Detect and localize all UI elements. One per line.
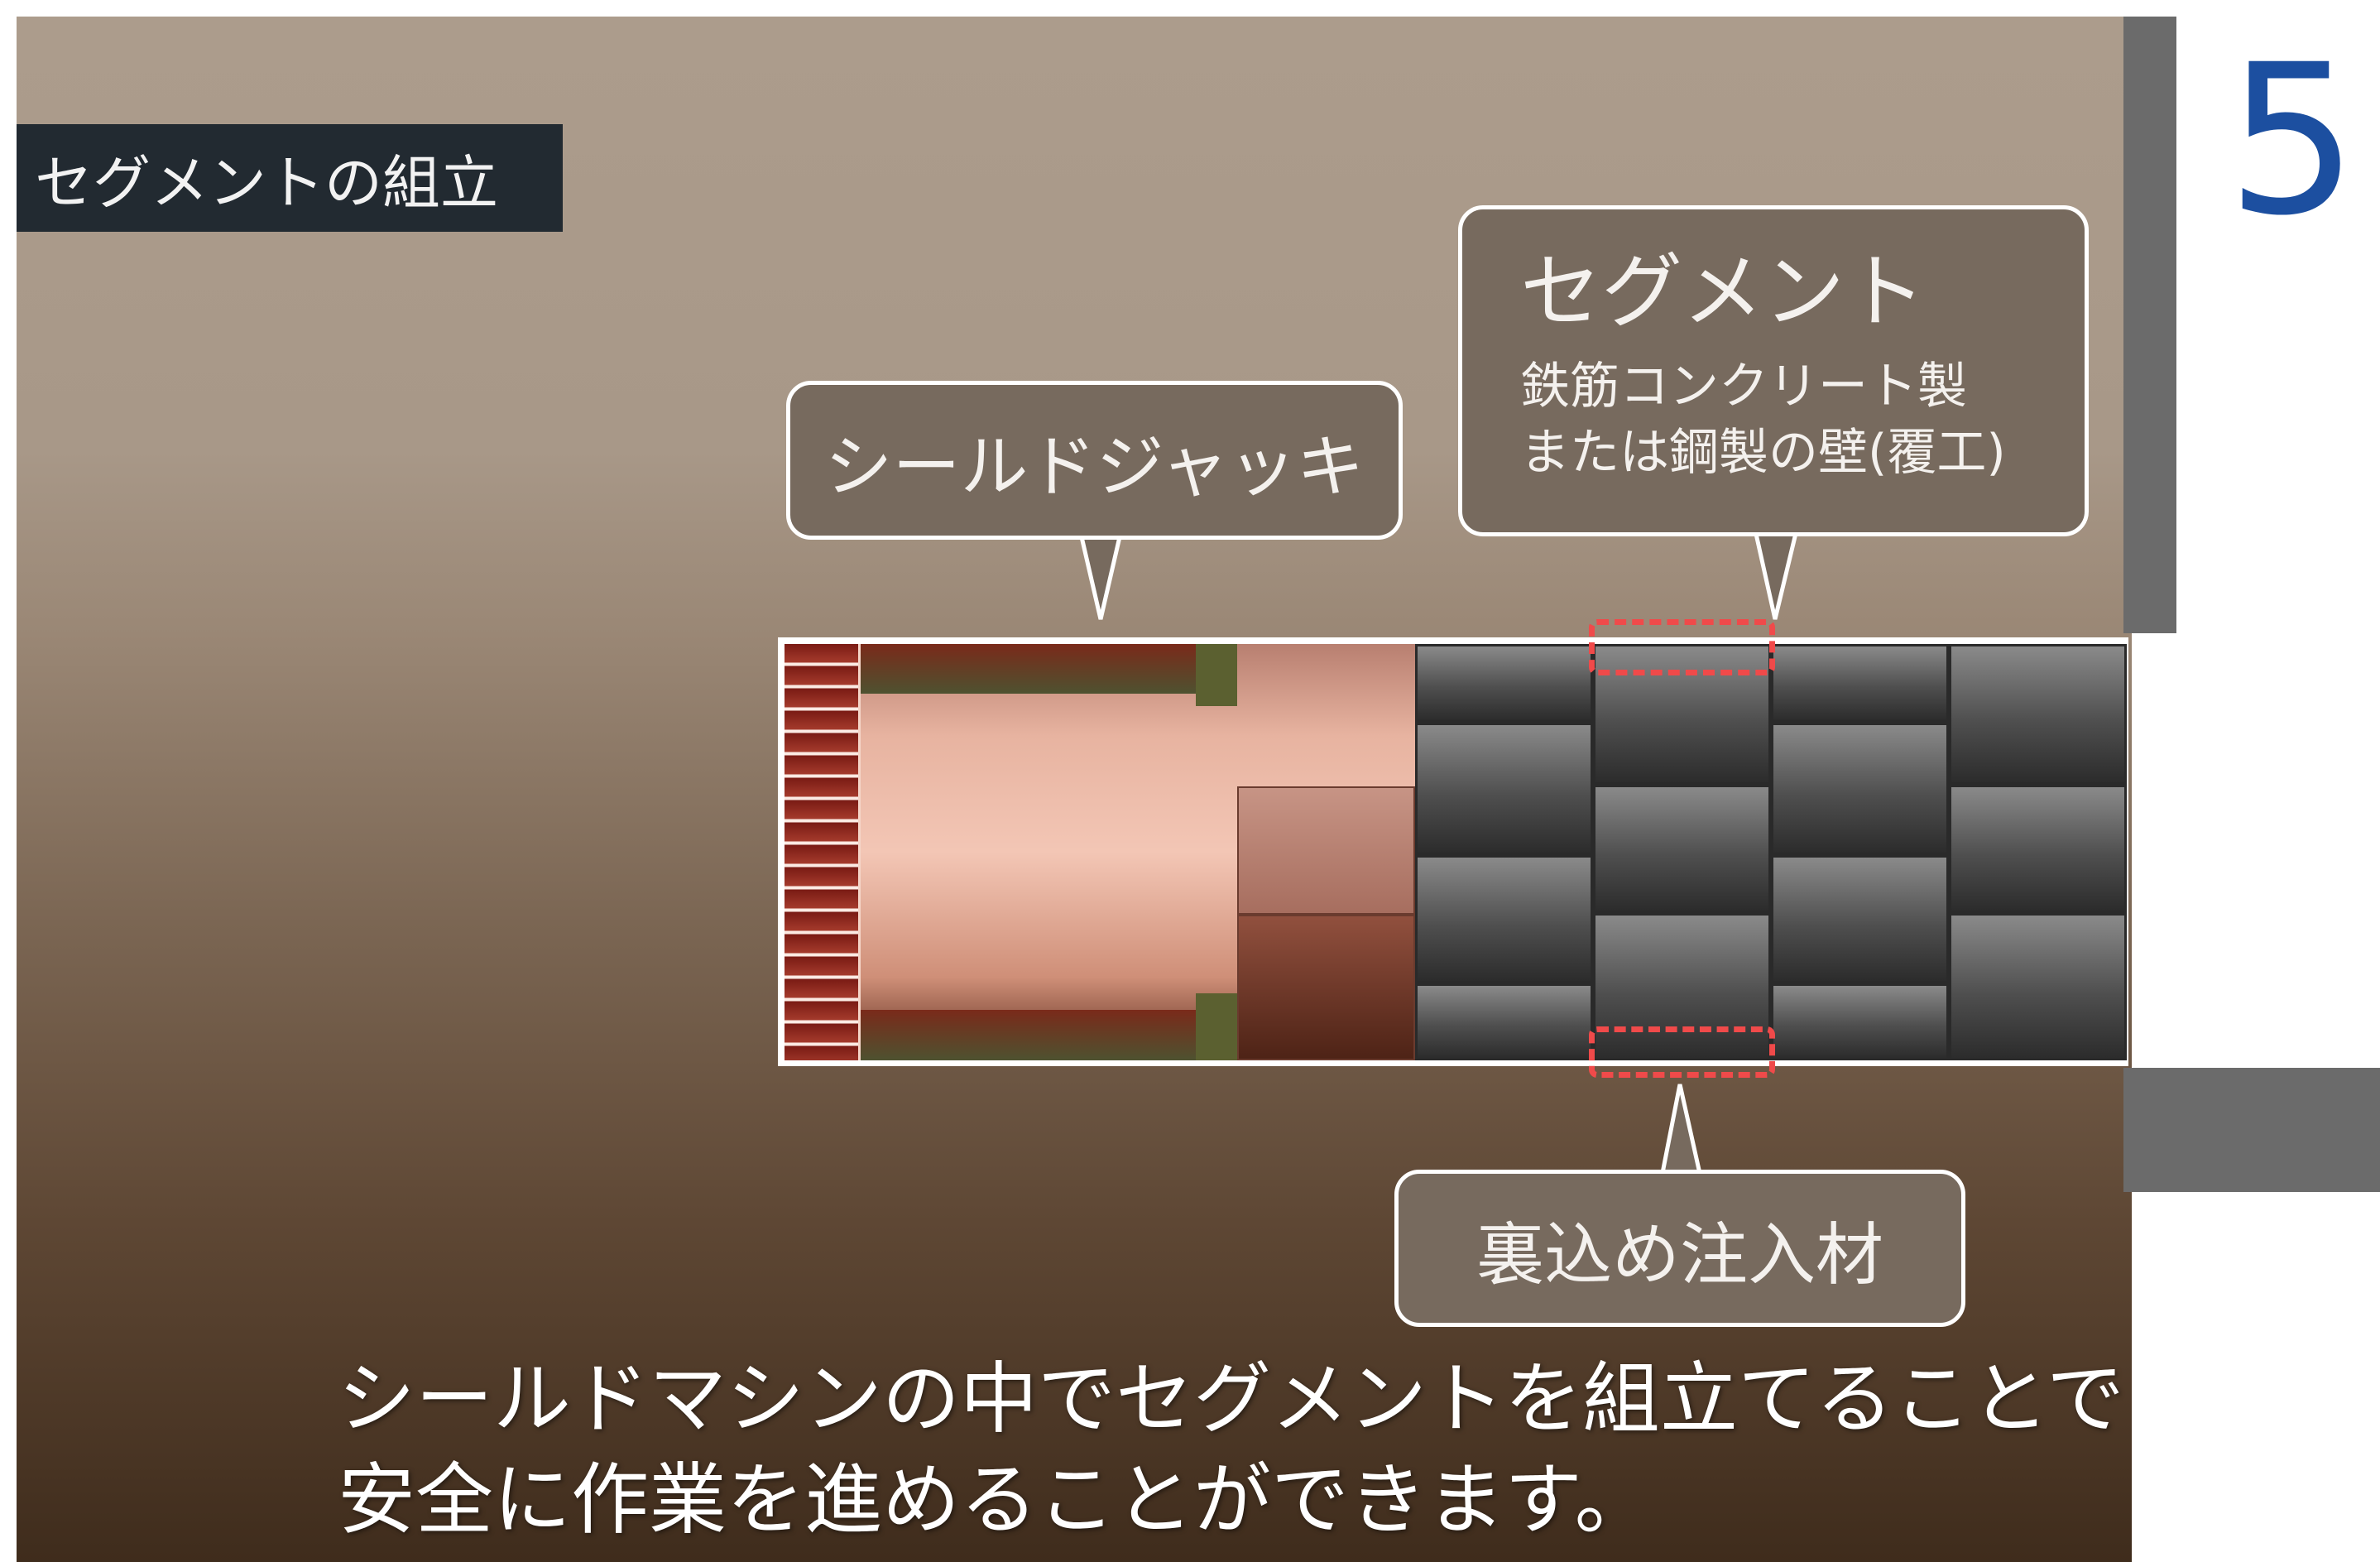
shield-jack-upper — [861, 644, 1196, 694]
segment-block — [1593, 913, 1771, 1060]
segment-label: セグメント — [1520, 245, 1927, 339]
shield-jack-callout-tail — [1077, 527, 1125, 620]
segment-block — [1771, 723, 1949, 855]
segment-description-line1: 鉄筋コンクリート製 — [1520, 358, 1967, 416]
backfill-callout-tail — [1658, 1084, 1704, 1180]
segment-block — [1771, 983, 1949, 1060]
segment-block — [1415, 644, 1593, 723]
segment-block — [1415, 855, 1593, 983]
caption-line1: シールドマシンの中でセグメントを組立てることで — [338, 1354, 2125, 1444]
backfill-callout: 裏込め注入材 — [1394, 1170, 1965, 1327]
segment-block — [1771, 644, 1949, 723]
segment-block — [1771, 855, 1949, 983]
shield-jack-upper-end — [1196, 644, 1237, 706]
backfill-label: 裏込め注入材 — [1476, 1215, 1883, 1295]
shaft-wall-lower — [2123, 1068, 2380, 1192]
slide-title: セグメントの組立 — [35, 148, 498, 217]
shield-jack-label: シールドジャッキ — [824, 427, 1365, 507]
shield-jack-lower-end — [1196, 993, 1237, 1060]
shield-jack-callout: シールドジャッキ — [786, 381, 1403, 540]
segment-callout: セグメント 鉄筋コンクリート製 または鋼製の壁(覆工) — [1458, 205, 2089, 536]
slide-title-box: セグメントの組立 — [17, 124, 563, 232]
segment-highlight — [1589, 619, 1775, 675]
segment-callout-tail — [1751, 524, 1801, 620]
shield-jack-lower — [861, 1010, 1196, 1060]
segment-block — [1949, 644, 2127, 785]
shaft-wall-upper — [2123, 17, 2176, 633]
assembling-segment-lower — [1237, 915, 1415, 1060]
segment-block — [1415, 983, 1593, 1060]
caption-line2: 安全に作業を進めることができます。 — [338, 1455, 1653, 1545]
segment-block — [1949, 785, 2127, 913]
segment-block — [1593, 785, 1771, 913]
assembling-segment-upper — [1237, 786, 1415, 915]
segment-description-line2: または鋼製の壁(覆工) — [1520, 424, 2006, 482]
caption: シールドマシンの中でセグメントを組立てることで 安全に作業を進めることができます… — [338, 1349, 2124, 1551]
cutter-head — [785, 644, 861, 1060]
segment-block — [1415, 723, 1593, 855]
segment-block — [1593, 644, 1771, 785]
segment-block — [1949, 913, 2127, 1060]
backfill-highlight — [1589, 1026, 1775, 1078]
step-number: 5 — [2226, 20, 2358, 261]
